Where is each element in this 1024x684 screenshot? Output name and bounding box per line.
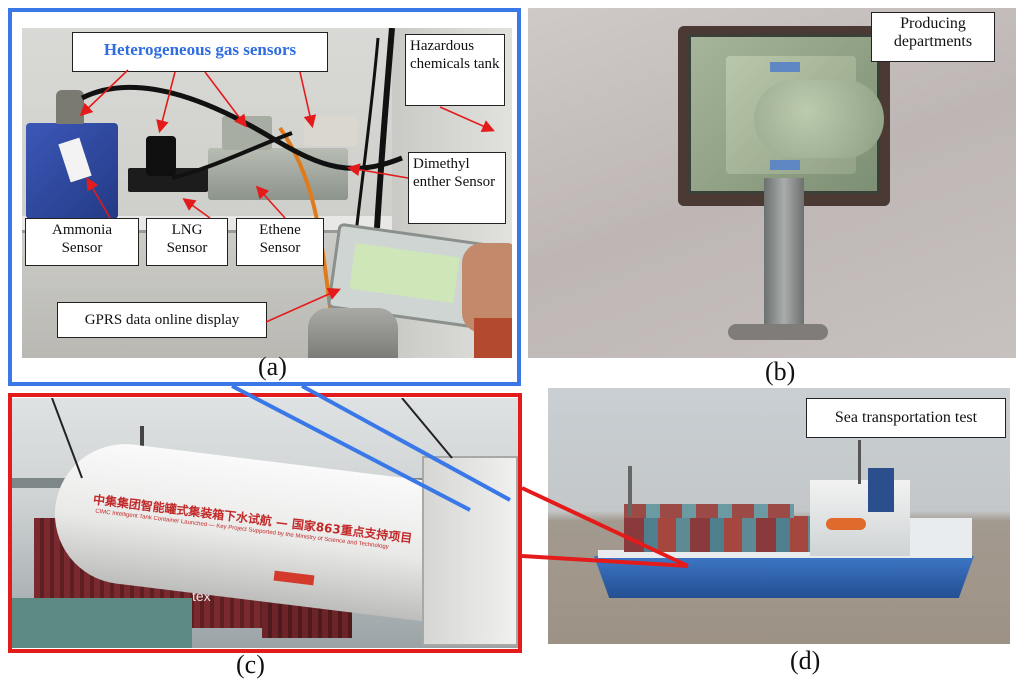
caption-d: (d) bbox=[790, 646, 821, 675]
caption-c: (c) bbox=[236, 650, 265, 679]
sleeve bbox=[474, 318, 512, 358]
detector-tag-bottom bbox=[770, 160, 800, 170]
producing-departments-label: Producing departments bbox=[871, 12, 995, 62]
ship-funnel bbox=[868, 468, 894, 512]
ship-stern bbox=[910, 518, 972, 558]
hazardous-label: Hazardous chemicals tank bbox=[405, 34, 505, 106]
valve bbox=[308, 308, 398, 358]
sea-transport-label: Sea transportation test bbox=[806, 398, 1006, 438]
ammonia-label: Ammonia Sensor bbox=[25, 218, 139, 266]
panel-b-photo bbox=[528, 8, 1016, 358]
panel-a-frame bbox=[8, 8, 521, 386]
blue-connector bbox=[231, 384, 511, 512]
lng-label: LNG Sensor bbox=[146, 218, 228, 266]
ship-containers bbox=[624, 516, 810, 552]
gprs-label: GPRS data online display bbox=[57, 302, 267, 338]
caption-b: (b) bbox=[765, 357, 796, 386]
ship-containers-top bbox=[624, 504, 794, 518]
gas-sensors-title: Heterogeneous gas sensors bbox=[72, 32, 328, 72]
gas-detector-cap bbox=[754, 80, 884, 158]
caption-a: (a) bbox=[258, 352, 287, 381]
ship-bow-mast bbox=[628, 466, 632, 516]
crane-cables bbox=[51, 398, 453, 479]
lifeboat bbox=[826, 518, 866, 530]
lng-sensor-head bbox=[146, 136, 176, 176]
detector-tag-top bbox=[770, 62, 800, 72]
panel-c-photo: tex 中集集团智能罐式集装箱下水试航 — 国家863重点支持项目 CIMC I… bbox=[12, 398, 518, 648]
ammonia-sensor-cap bbox=[56, 90, 84, 124]
dimethyl-label: Dimethyl enther Sensor bbox=[408, 152, 506, 224]
tank-frame-end bbox=[422, 456, 518, 646]
container-green bbox=[12, 598, 192, 648]
panel-c-frame bbox=[8, 393, 522, 653]
conduit-pipe bbox=[764, 178, 804, 338]
ship-mast bbox=[858, 440, 861, 484]
pipe-clamp bbox=[728, 324, 828, 340]
red-connector bbox=[521, 486, 689, 568]
ethene-label: Ethene Sensor bbox=[236, 218, 324, 266]
panel-d-photo bbox=[548, 388, 1010, 644]
ship-deck-stripe bbox=[598, 550, 970, 558]
